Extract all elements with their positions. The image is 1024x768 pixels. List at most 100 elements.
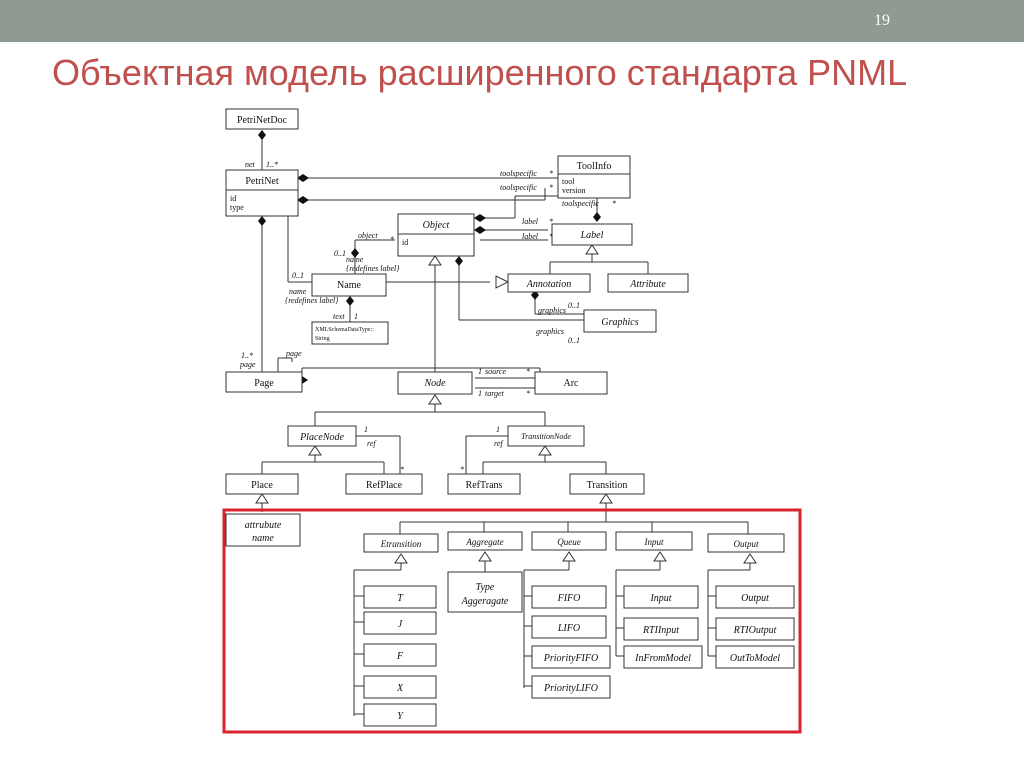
svg-text:PetriNetDoc: PetriNetDoc bbox=[237, 115, 288, 126]
class-xmlschema: XMLSchemaDataType:: String bbox=[311, 321, 389, 345]
queue-child: LIFO bbox=[557, 623, 580, 634]
role-star-5: * bbox=[549, 232, 553, 241]
class-name: Name bbox=[311, 273, 387, 297]
role-star-6: * bbox=[390, 235, 394, 244]
svg-text:attrubute: attrubute bbox=[245, 520, 282, 531]
output-child: OutToModel bbox=[730, 653, 780, 664]
role-net-mult: 1..* bbox=[266, 160, 278, 169]
class-arc: Arc bbox=[534, 371, 608, 395]
etransition-child: J bbox=[398, 619, 403, 630]
role-label-1: label bbox=[522, 217, 539, 226]
role-net: net bbox=[245, 160, 256, 169]
class-graphics: Graphics bbox=[583, 309, 657, 333]
role-star-2: * bbox=[549, 183, 553, 192]
etransition-child: F bbox=[396, 651, 404, 662]
class-transition: Transition bbox=[569, 473, 645, 495]
class-placenode: PlaceNode bbox=[287, 425, 357, 447]
class-transitionnode: TransitionNode bbox=[507, 425, 585, 447]
svg-text:Aggregate: Aggregate bbox=[465, 537, 503, 547]
svg-text:Output: Output bbox=[733, 539, 759, 549]
role-label-2: label bbox=[522, 232, 539, 241]
svg-text:TransitionNode: TransitionNode bbox=[521, 432, 571, 441]
role-star-8: * bbox=[526, 389, 530, 398]
slide-number: 19 bbox=[874, 12, 890, 29]
role-one-4: 1 bbox=[364, 425, 368, 434]
group-etransition: Etransition bbox=[363, 533, 439, 553]
queue-child: FIFO bbox=[557, 593, 581, 604]
role-star-9: * bbox=[400, 465, 404, 474]
svg-text:Page: Page bbox=[254, 378, 274, 389]
role-star-4: * bbox=[549, 217, 553, 226]
role-name-2: name bbox=[289, 287, 307, 296]
class-label: Label bbox=[551, 223, 633, 246]
etransition-children: T J F X Y bbox=[354, 585, 437, 727]
svg-text:Queue: Queue bbox=[557, 537, 581, 547]
group-aggregate: Aggregate bbox=[447, 531, 523, 551]
queue-child: PriorityLIFO bbox=[543, 683, 598, 694]
svg-text:id: id bbox=[230, 194, 236, 203]
connectors bbox=[255, 130, 749, 534]
etransition-child: T bbox=[397, 593, 404, 604]
role-one-5: 1 bbox=[496, 425, 500, 434]
svg-text:name: name bbox=[252, 533, 274, 544]
svg-text:RefPlace: RefPlace bbox=[366, 480, 403, 491]
class-reftrans: RefTrans bbox=[447, 473, 521, 495]
role-object: object bbox=[358, 231, 378, 240]
role-zero-one-1: 0..1 bbox=[334, 249, 346, 258]
group-output: Output bbox=[707, 533, 785, 553]
input-children: Input RTIInput InFromModel bbox=[616, 585, 703, 669]
svg-text:tool: tool bbox=[562, 177, 575, 186]
role-redefines-1: {redefines label} bbox=[346, 264, 400, 273]
role-one-2: 1 bbox=[478, 367, 482, 376]
role-zero-one-4: 0..1 bbox=[568, 336, 580, 345]
role-graphics-2: graphics bbox=[536, 327, 564, 336]
svg-text:Arc: Arc bbox=[564, 378, 580, 389]
svg-text:Attribute: Attribute bbox=[629, 279, 666, 290]
svg-text:Label: Label bbox=[580, 230, 604, 241]
aggregate-child: Type Aggeragate bbox=[447, 571, 523, 613]
role-star-3: * bbox=[612, 199, 616, 208]
output-children: Output RTIOutput OutToModel bbox=[708, 585, 795, 669]
class-page: Page bbox=[225, 371, 303, 393]
role-page-1: page bbox=[239, 360, 256, 369]
role-redefines-2: {redefines label} bbox=[285, 296, 339, 305]
class-refplace: RefPlace bbox=[345, 473, 423, 495]
role-star-7: * bbox=[526, 367, 530, 376]
svg-text:Etransition: Etransition bbox=[380, 539, 422, 549]
etransition-child: Y bbox=[397, 711, 404, 722]
class-object: Object id bbox=[397, 213, 475, 257]
role-target: target bbox=[485, 389, 505, 398]
class-petrinetdoc: PetriNetDoc bbox=[225, 108, 299, 130]
role-toolspecific-3: toolspecific bbox=[562, 199, 599, 208]
role-labels: net 1..* toolspecific * toolspecific * t… bbox=[239, 160, 616, 474]
input-child: Input bbox=[649, 593, 671, 604]
svg-text:String: String bbox=[315, 336, 330, 342]
class-toolinfo: ToolInfo tool version bbox=[557, 155, 631, 199]
svg-text:Type: Type bbox=[476, 582, 495, 593]
class-petrinet: PetriNet id type bbox=[225, 169, 299, 217]
svg-text:PetriNet: PetriNet bbox=[245, 176, 279, 187]
output-child: Output bbox=[741, 593, 769, 604]
group-queue: Queue bbox=[531, 531, 607, 551]
role-page-mult: 1..* bbox=[241, 351, 253, 360]
role-name-1: name bbox=[346, 255, 364, 264]
role-toolspecific-2: toolspecific bbox=[500, 183, 537, 192]
svg-text:Transition: Transition bbox=[587, 480, 628, 491]
role-star-10: * bbox=[460, 465, 464, 474]
svg-text:Annotation: Annotation bbox=[526, 279, 571, 290]
role-zero-one-2: 0..1 bbox=[292, 271, 304, 280]
role-star-1: * bbox=[549, 169, 553, 178]
svg-text:RefTrans: RefTrans bbox=[466, 480, 503, 491]
svg-text:Node: Node bbox=[423, 378, 446, 389]
role-page-2: page bbox=[285, 349, 302, 358]
svg-text:PlaceNode: PlaceNode bbox=[299, 432, 344, 443]
svg-text:Graphics: Graphics bbox=[601, 317, 638, 328]
svg-text:Object: Object bbox=[423, 220, 450, 231]
header-bar: 19 bbox=[0, 0, 1024, 42]
attribute-name-box: attrubute name bbox=[225, 513, 301, 547]
class-place: Place bbox=[225, 473, 299, 495]
svg-text:ToolInfo: ToolInfo bbox=[577, 161, 612, 172]
slide-title: Объектная модель расширенного стандарта … bbox=[52, 52, 908, 93]
queue-children: FIFO LIFO PriorityFIFO PriorityLIFO bbox=[524, 585, 611, 699]
input-child: InFromModel bbox=[634, 653, 691, 664]
